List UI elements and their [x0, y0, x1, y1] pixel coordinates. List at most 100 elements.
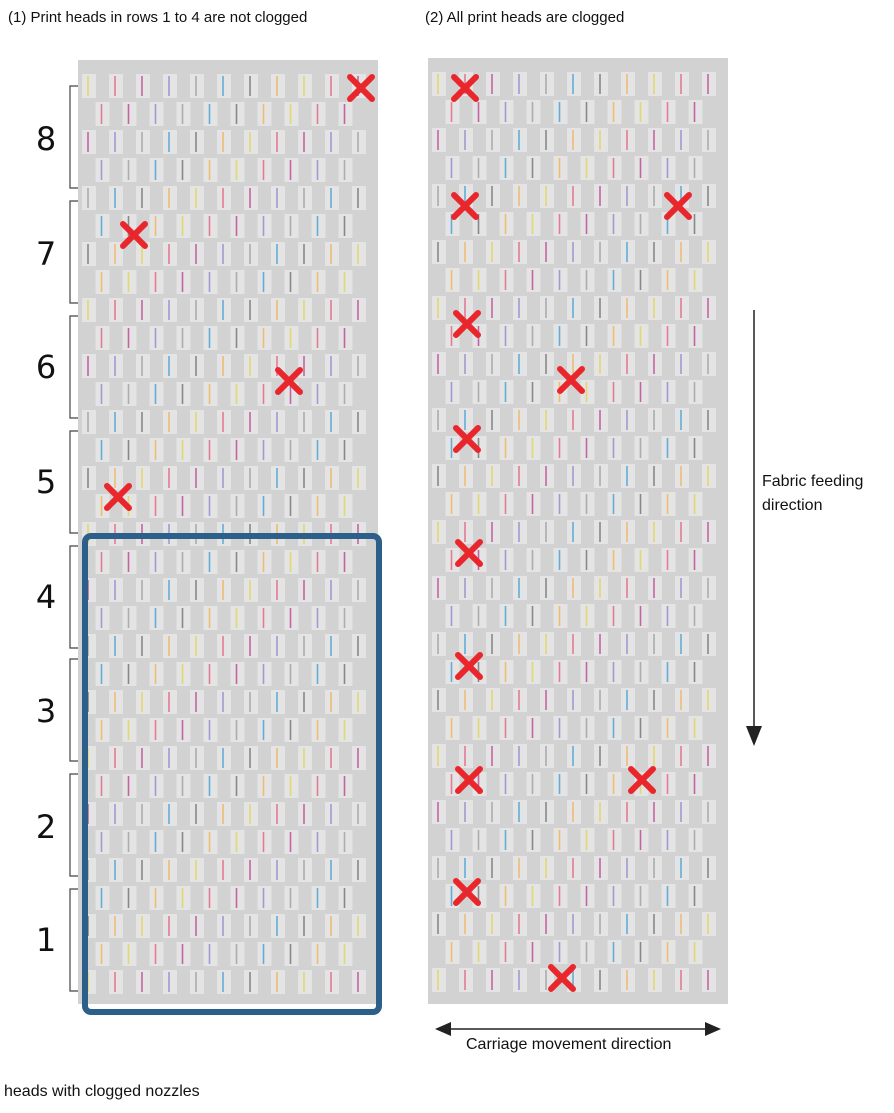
pattern-block [122, 270, 137, 294]
pattern-block [459, 352, 473, 376]
pattern-block [432, 184, 446, 208]
red-x-icon [453, 425, 481, 453]
pattern-block [594, 744, 608, 768]
pattern-block [499, 548, 514, 572]
pattern-block [688, 660, 703, 684]
pattern-block [284, 662, 299, 686]
pattern-block [203, 942, 218, 966]
pattern-block [607, 436, 622, 460]
pattern-block [352, 746, 366, 770]
pattern-block [445, 324, 460, 348]
pattern-block [136, 74, 150, 98]
pattern-block [149, 438, 164, 462]
pattern-block [244, 690, 258, 714]
pattern-block [325, 746, 339, 770]
pattern-block [311, 662, 326, 686]
pattern-block [553, 940, 568, 964]
pattern-block [149, 606, 164, 630]
pattern-block [621, 856, 635, 880]
row-label-3: 3 [35, 692, 57, 730]
pattern-block [82, 130, 96, 154]
pattern-block [580, 268, 595, 292]
double-arrow-horizontal-icon [435, 1022, 721, 1036]
pattern-block [163, 970, 177, 994]
pattern-block [176, 606, 191, 630]
pattern-block [702, 800, 716, 824]
pattern-block [338, 550, 353, 574]
pattern-block [149, 326, 164, 350]
pattern-block [567, 912, 581, 936]
pattern-block [271, 858, 285, 882]
pattern-block [311, 774, 326, 798]
pattern-block [540, 856, 554, 880]
pattern-block [675, 296, 689, 320]
red-x-icon [557, 366, 585, 394]
pattern-block [311, 550, 326, 574]
row-label-7: 7 [35, 235, 57, 273]
pattern-block [675, 240, 689, 264]
pattern-block [594, 128, 608, 152]
pattern-block [230, 214, 245, 238]
pattern-block [163, 802, 177, 826]
pattern-block [688, 940, 703, 964]
pattern-block [513, 296, 527, 320]
pattern-block [594, 296, 608, 320]
pattern-block [661, 884, 676, 908]
pattern-block [325, 578, 339, 602]
pattern-block [190, 746, 204, 770]
pattern-block [109, 634, 123, 658]
pattern-block [526, 492, 541, 516]
pattern-block [109, 130, 123, 154]
pattern-block [352, 130, 366, 154]
pattern-block [122, 718, 137, 742]
pattern-block [82, 242, 96, 266]
pattern-block [445, 268, 460, 292]
pattern-block [338, 662, 353, 686]
pattern-block [688, 436, 703, 460]
nozzle-pattern-2 [432, 72, 716, 992]
pattern-block [190, 130, 204, 154]
pattern-block [257, 774, 272, 798]
pattern-block [648, 800, 662, 824]
pattern-block [702, 408, 716, 432]
pattern-block [513, 856, 527, 880]
pattern-block [486, 632, 500, 656]
pattern-block [499, 156, 514, 180]
pattern-block [325, 410, 339, 434]
pattern-block [109, 74, 123, 98]
red-x-icon [347, 74, 375, 102]
pattern-block [675, 576, 689, 600]
pattern-block [190, 634, 204, 658]
pattern-block [149, 774, 164, 798]
pattern-block [675, 688, 689, 712]
pattern-block [338, 382, 353, 406]
pattern-block [540, 520, 554, 544]
pattern-block [95, 270, 110, 294]
pattern-block [217, 746, 231, 770]
pattern-block [648, 912, 662, 936]
pattern-block [540, 688, 554, 712]
pattern-block [607, 324, 622, 348]
pattern-block [298, 298, 312, 322]
pattern-block [472, 492, 487, 516]
pattern-block [621, 744, 635, 768]
pattern-block [271, 74, 285, 98]
pattern-block [432, 72, 446, 96]
pattern-block [352, 354, 366, 378]
legend-clogged-text: heads with clogged nozzles [4, 1083, 200, 1100]
pattern-block [526, 212, 541, 236]
pattern-block [244, 354, 258, 378]
pattern-block [109, 354, 123, 378]
pattern-block [445, 492, 460, 516]
pattern-block [284, 158, 299, 182]
pattern-block [634, 492, 649, 516]
pattern-block [338, 606, 353, 630]
pattern-block [702, 912, 716, 936]
pattern-block [432, 408, 446, 432]
pattern-block [661, 492, 676, 516]
pattern-block [621, 632, 635, 656]
pattern-block [109, 242, 123, 266]
pattern-block [688, 492, 703, 516]
pattern-block [95, 942, 110, 966]
pattern-block [580, 604, 595, 628]
